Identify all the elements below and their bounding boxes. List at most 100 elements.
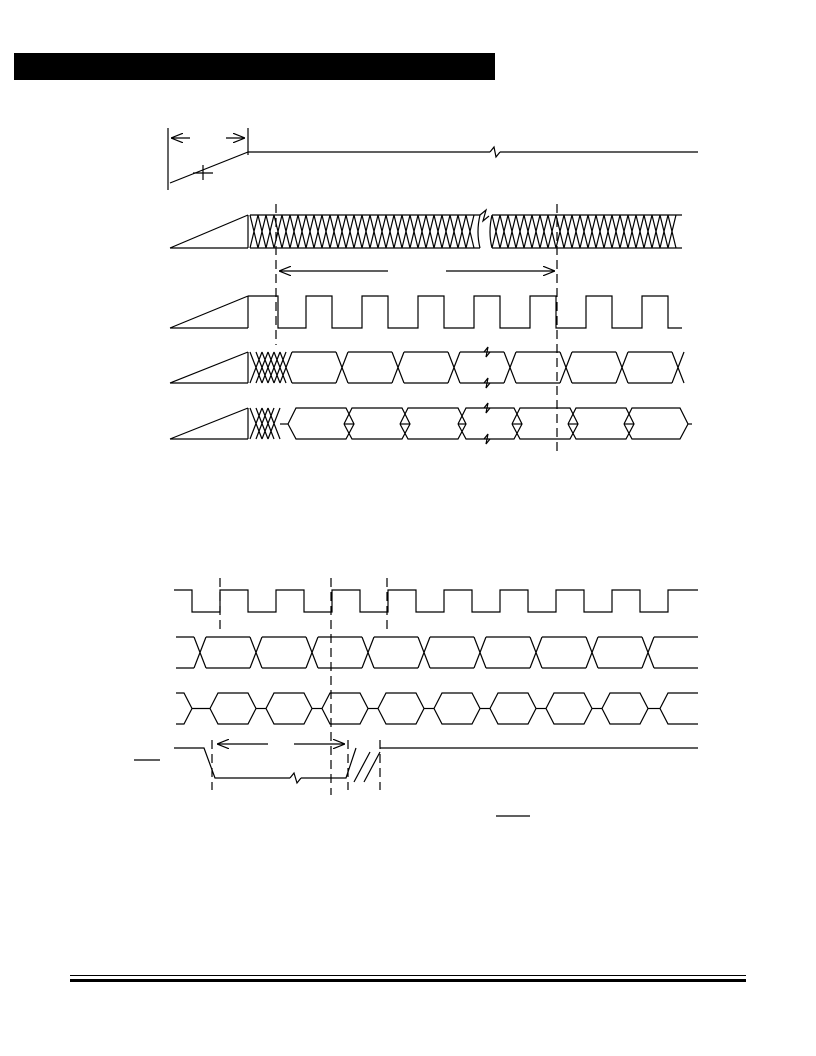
- bus-hex: [377, 692, 425, 725]
- osc-cross-line: [659, 214, 669, 249]
- osc-cross-line: [337, 214, 347, 249]
- break-mark: [483, 402, 491, 414]
- osc-cross-line: [499, 214, 509, 249]
- bus-x: [261, 351, 275, 384]
- osc-cross-line: [377, 214, 387, 249]
- bus-hex: [545, 692, 593, 725]
- break-mark: [483, 377, 491, 389]
- osc-cross-line: [273, 214, 283, 249]
- osc-cross-line: [531, 214, 541, 249]
- footer-rule-thick: [70, 979, 746, 982]
- bus-hex: [209, 692, 257, 725]
- osc-cross-line: [491, 214, 501, 249]
- osc-cross-line: [611, 214, 621, 249]
- top-timing-diagram: [167, 128, 698, 455]
- bus-edge: [529, 636, 543, 669]
- break-mark: [483, 433, 491, 445]
- oscillator-waveform: [169, 208, 682, 249]
- osc-cross-line: [627, 214, 637, 249]
- bottom-timing-diagram: [134, 578, 698, 817]
- osc-cross-line: [507, 214, 517, 249]
- bus-hex: [601, 692, 649, 725]
- footer-rule-thin: [70, 975, 746, 976]
- osc-cross-line: [465, 214, 475, 249]
- bus-hex: [176, 692, 193, 725]
- bus-x: [267, 407, 281, 440]
- osc-cross-line: [393, 214, 403, 249]
- bus-edge: [641, 636, 655, 669]
- osc-cross-line: [401, 214, 411, 249]
- bus-x: [249, 351, 263, 384]
- osc-cross-line: [571, 214, 581, 249]
- osc-cross-line: [547, 214, 557, 249]
- bus-x: [273, 351, 287, 384]
- bus-hex: [321, 692, 369, 725]
- bottom-data-bus-b-waveform: [176, 692, 698, 725]
- bus-hex: [433, 692, 481, 725]
- osc-cross-line: [425, 214, 435, 249]
- osc-cross-line: [297, 214, 307, 249]
- bus-edge: [335, 351, 349, 384]
- bus-edge: [361, 636, 375, 669]
- osc-cross-line: [265, 214, 275, 249]
- reset-strobe-waveform: [134, 744, 698, 785]
- osc-cross-line: [563, 214, 573, 249]
- osc-cross-line: [457, 214, 467, 249]
- osc-cross-line: [409, 214, 419, 249]
- osc-cross-line: [595, 214, 605, 249]
- break-mark: [483, 346, 491, 358]
- osc-cross-line: [667, 214, 677, 249]
- bus-hex: [265, 692, 313, 725]
- vdd-ramp-waveform: [167, 128, 698, 190]
- osc-cross-line: [313, 214, 323, 249]
- bus-edge: [585, 636, 599, 669]
- osc-cross-line: [257, 214, 267, 249]
- osc-cross-line: [329, 214, 339, 249]
- osc-cross-line: [449, 214, 459, 249]
- osc-cross-line: [603, 214, 613, 249]
- osc-cross-line: [651, 214, 661, 249]
- bus-edge: [473, 636, 487, 669]
- osc-cross-line: [361, 214, 371, 249]
- osc-cross-line: [579, 214, 589, 249]
- bus-edge: [279, 351, 293, 384]
- bus-edge: [671, 351, 685, 384]
- bus-x: [261, 407, 275, 440]
- clock-out-waveform: [169, 295, 682, 329]
- bus-edge: [249, 636, 263, 669]
- osc-cross-line: [643, 214, 653, 249]
- osc-cross-line: [555, 214, 565, 249]
- osc-cross-line: [249, 214, 259, 249]
- bus-x: [267, 351, 281, 384]
- bus-edge: [305, 636, 319, 669]
- osc-cross-line: [433, 214, 443, 249]
- bus-x: [249, 407, 263, 440]
- bus-hex: [489, 692, 537, 725]
- data-bus-b-waveform: [169, 402, 692, 445]
- bus-edge: [447, 351, 461, 384]
- bus-edge: [193, 636, 207, 669]
- osc-cross-line: [619, 214, 629, 249]
- bus-edge: [391, 351, 405, 384]
- osc-cross-line: [587, 214, 597, 249]
- page-header-bar: [14, 53, 495, 80]
- osc-cross-line: [523, 214, 533, 249]
- osc-cross-line: [289, 214, 299, 249]
- bus-edge: [417, 636, 431, 669]
- osc-cross-line: [515, 214, 525, 249]
- bus-edge: [615, 351, 629, 384]
- bus-edge: [503, 351, 517, 384]
- osc-cross-line: [385, 214, 395, 249]
- osc-cross-line: [441, 214, 451, 249]
- bus-x: [255, 407, 269, 440]
- osc-cross-line: [539, 214, 549, 249]
- osc-cross-line: [635, 214, 645, 249]
- osc-cross-line: [369, 214, 379, 249]
- osc-cross-line: [345, 214, 355, 249]
- osc-cross-line: [417, 214, 427, 249]
- osc-cross-line: [321, 214, 331, 249]
- data-bus-a-waveform: [169, 346, 685, 389]
- osc-cross-line: [305, 214, 315, 249]
- osc-cross-line: [281, 214, 291, 249]
